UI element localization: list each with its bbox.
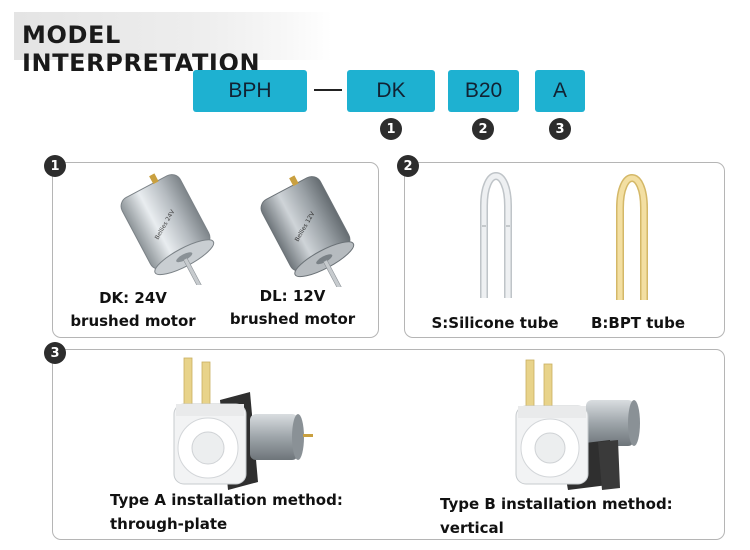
bpt-tube-image <box>616 174 648 300</box>
type-b-title: Type B installation method: <box>440 495 673 513</box>
type-a-caption: Type A installation method: through-plat… <box>110 488 343 536</box>
motor-12v-image: Bellies 12V <box>260 175 355 287</box>
motor-24v-image: Bellies 24V <box>120 173 215 285</box>
type-a-title: Type A installation method: <box>110 491 343 509</box>
code-dash <box>314 89 342 91</box>
type-b-method: vertical <box>440 519 504 537</box>
page-title: MODEL INTERPRETATION <box>22 21 261 77</box>
pump-type-a-image <box>173 357 313 490</box>
motor-24v-title: DK: 24V <box>99 289 167 307</box>
code-segment-a: A <box>535 70 585 112</box>
marker-1: 1 <box>380 118 402 140</box>
type-a-method: through-plate <box>110 515 228 533</box>
page-title-banner: MODEL INTERPRETATION <box>14 12 332 77</box>
bpt-tube-caption: B:BPT tube <box>590 314 686 332</box>
section-number-1: 1 <box>44 155 66 177</box>
code-segment-dk: DK <box>347 70 435 112</box>
section-number-2: 2 <box>397 155 419 177</box>
motor-24v-type: brushed motor <box>70 312 196 330</box>
motor-24v-caption: DK: 24V brushed motor <box>58 287 208 333</box>
marker-3: 3 <box>549 118 571 140</box>
silicone-tube-image <box>480 172 512 298</box>
motor-12v-title: DL: 12V <box>259 287 326 305</box>
code-segment-bph: BPH <box>193 70 307 112</box>
marker-2: 2 <box>472 118 494 140</box>
tube-panel <box>404 162 725 338</box>
section-number-3: 3 <box>44 342 66 364</box>
motor-12v-caption: DL: 12V brushed motor <box>220 285 365 331</box>
motor-12v-type: brushed motor <box>229 310 356 328</box>
silicone-tube-caption: S:Silicone tube <box>431 314 559 332</box>
code-segment-b20: B20 <box>448 70 519 112</box>
pump-type-b-image <box>515 359 640 490</box>
type-b-caption: Type B installation method: vertical <box>440 492 673 540</box>
